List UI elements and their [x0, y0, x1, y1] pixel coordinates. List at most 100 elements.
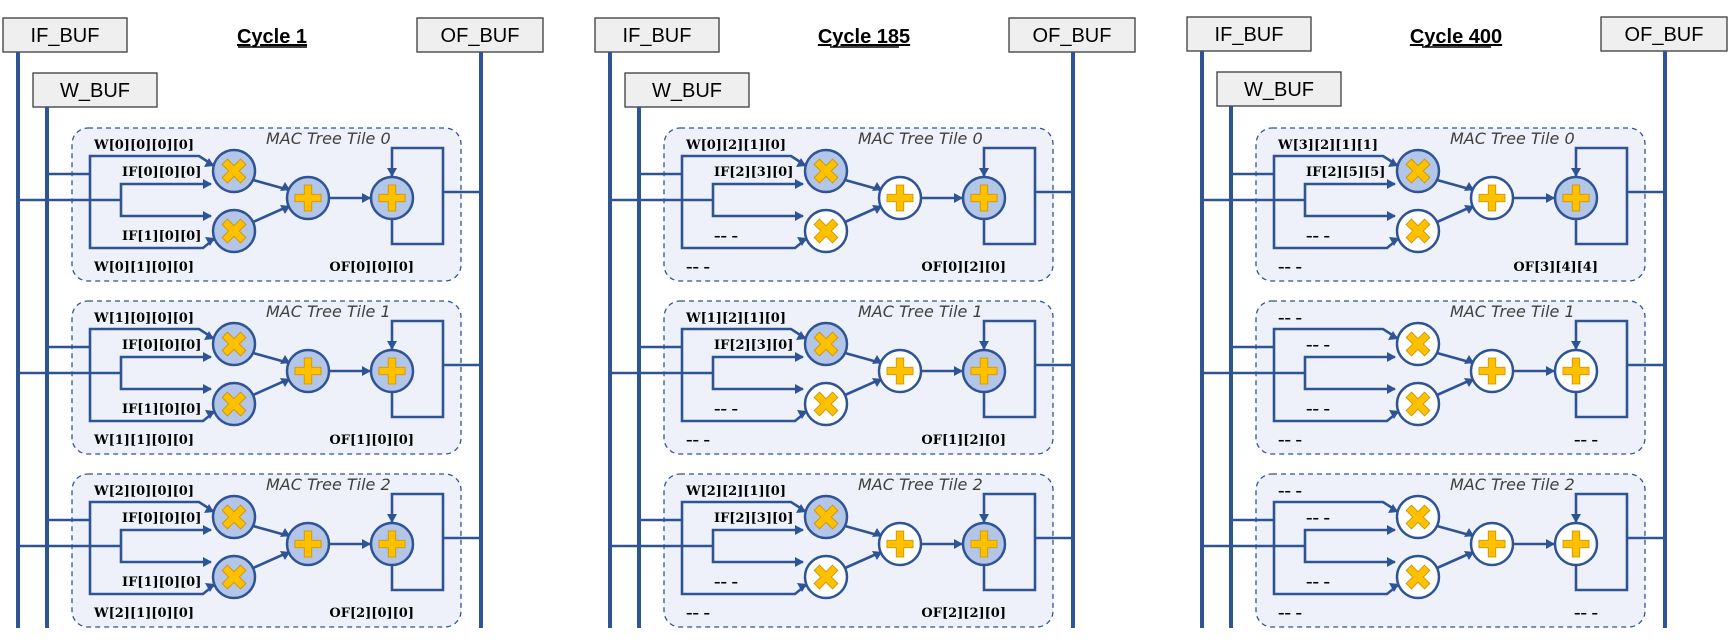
- arrowhead: [797, 583, 807, 592]
- arrowhead: [872, 551, 882, 560]
- arrowhead: [280, 182, 290, 191]
- weight0-label: –– –: [1278, 311, 1302, 326]
- weight1-label: W[1][1][0][0]: [93, 433, 194, 448]
- w-buf-box: [1216, 71, 1342, 107]
- of-label: –– –: [1574, 606, 1598, 621]
- add-icon: [1478, 530, 1506, 558]
- if-buf-label: IF_BUF: [1215, 24, 1284, 46]
- arrowhead: [205, 237, 215, 246]
- if1-label: IF[1][0][0]: [122, 402, 201, 417]
- if0-wire: [119, 182, 211, 200]
- adder-node: [369, 348, 415, 394]
- feedback-loop-wire: [982, 146, 1037, 246]
- multiplier-node: [803, 148, 849, 194]
- cycle-heading: Cycle 400: [1410, 26, 1502, 48]
- arrowhead: [1464, 182, 1474, 191]
- adder-node: [1469, 175, 1515, 221]
- arrowhead: [204, 158, 214, 167]
- arrowhead: [1571, 168, 1581, 177]
- arrowhead: [1571, 514, 1581, 523]
- arrowhead: [795, 179, 804, 189]
- multiplier-node: [803, 554, 849, 600]
- w0-wire: [1272, 500, 1398, 520]
- adder-node: [877, 348, 923, 394]
- arrowhead: [204, 504, 214, 513]
- multiply-icon: [221, 564, 247, 590]
- arrowhead: [795, 211, 804, 221]
- multiply-icon: [813, 564, 839, 590]
- multiply-icon: [813, 504, 839, 530]
- if0-wire: [711, 528, 803, 546]
- of-buf-label: OF_BUF: [1625, 24, 1704, 46]
- feedback-loop-wire: [982, 492, 1037, 592]
- feedback-loop-wire: [982, 319, 1037, 419]
- arrowhead: [1464, 551, 1474, 560]
- add-icon: [886, 530, 914, 558]
- arrowhead: [872, 355, 882, 364]
- multiplier-node: [803, 208, 849, 254]
- mac-tree-tile-1: MAC Tree Tile 1–– ––– ––– ––– ––– –: [1202, 300, 1665, 455]
- weight1-label: –– –: [1278, 433, 1302, 448]
- arrowhead: [387, 514, 397, 523]
- adder-node: [285, 348, 331, 394]
- arrowhead: [797, 237, 807, 246]
- w0-wire: [1272, 154, 1398, 174]
- if1-label: –– –: [714, 402, 738, 417]
- tile-box: [71, 473, 462, 628]
- if1-wire: [119, 373, 211, 391]
- adder-node: [877, 175, 923, 221]
- multiplier-node: [1395, 554, 1441, 600]
- arrowhead: [872, 182, 882, 191]
- adder-node: [1553, 348, 1599, 394]
- of-label: OF[3][4][4]: [1513, 260, 1598, 275]
- if1-wire: [711, 373, 803, 391]
- arrowhead: [872, 205, 882, 214]
- add-icon: [1562, 357, 1590, 385]
- multiply-icon: [1405, 504, 1431, 530]
- multiplier-node: [1395, 208, 1441, 254]
- if1-label: –– –: [1306, 402, 1330, 417]
- arrowhead: [1388, 504, 1398, 513]
- if1-label: –– –: [1306, 229, 1330, 244]
- adder-node: [1469, 521, 1515, 567]
- multiply-icon: [1405, 158, 1431, 184]
- arrowhead: [795, 557, 804, 567]
- arrowhead: [1389, 237, 1399, 246]
- tile-box: [663, 127, 1054, 282]
- arrowhead: [203, 179, 212, 189]
- of-label: OF[0][0][0]: [329, 260, 414, 275]
- add-icon: [970, 357, 998, 385]
- if1-wire: [711, 200, 803, 218]
- add-icon: [378, 184, 406, 212]
- arrowhead: [1387, 179, 1396, 189]
- arrowhead: [203, 384, 212, 394]
- adder-node: [961, 348, 1007, 394]
- arrowhead: [795, 525, 804, 535]
- feedback-loop-wire: [390, 492, 445, 592]
- of-label: OF[1][0][0]: [329, 433, 414, 448]
- multiplier-node: [1395, 321, 1441, 367]
- adder-node: [285, 175, 331, 221]
- mac-tree-tile-1: MAC Tree Tile 1W[1][0][0][0]IF[0][0][0]I…: [18, 300, 481, 455]
- if1-label: IF[1][0][0]: [122, 229, 201, 244]
- adder-node: [1469, 348, 1515, 394]
- add-icon: [886, 357, 914, 385]
- arrowhead: [362, 539, 371, 549]
- arrowhead: [1546, 193, 1555, 203]
- multiply-icon: [1405, 218, 1431, 244]
- w1-wire: [1272, 520, 1399, 596]
- arrowhead: [872, 528, 882, 537]
- add-icon: [970, 530, 998, 558]
- if0-label: IF[2][5][5]: [1306, 165, 1385, 180]
- if1-wire: [119, 546, 211, 564]
- add-icon: [294, 357, 322, 385]
- weight1-label: –– –: [686, 606, 710, 621]
- tile-title: MAC Tree Tile 0: [1450, 129, 1575, 148]
- of-buf-box: [1008, 17, 1136, 53]
- arrowhead: [1464, 355, 1474, 364]
- if0-label: IF[0][0][0]: [122, 165, 201, 180]
- feedback-loop-wire: [1574, 492, 1629, 592]
- arrowhead: [1387, 352, 1396, 362]
- arrowhead: [203, 352, 212, 362]
- w0-wire: [1272, 327, 1398, 347]
